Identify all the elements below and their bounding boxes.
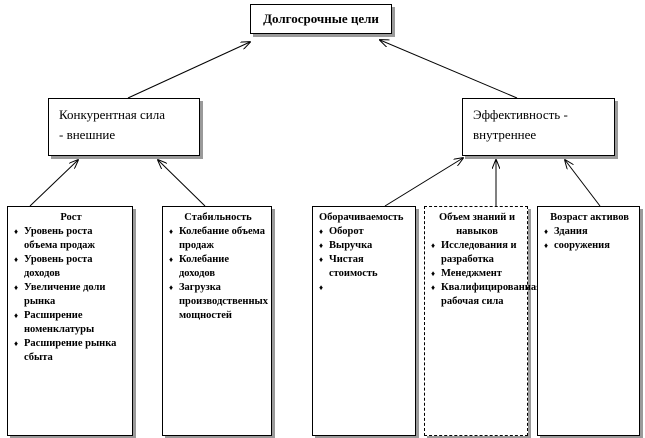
efficiency-label-line2: внутреннее [473, 127, 537, 142]
asset-age-box: Возраст активов Здания сооружения [537, 206, 640, 436]
arrow-turnover-to-efficiency [384, 158, 463, 207]
efficiency-box: Эффективность - внутреннее [462, 98, 615, 156]
root-goal-label: Долгосрочные цели [263, 11, 379, 26]
turnover-item: Оборот [319, 225, 411, 239]
stability-item: Колебание объема продаж [169, 225, 267, 253]
turnover-item: Выручка [319, 239, 411, 253]
stability-box: Стабильность Колебание объема продаж Кол… [162, 206, 272, 436]
knowledge-item: Менеджмент [431, 267, 523, 281]
arrow-efficiency-to-root [380, 40, 518, 99]
knowledge-item: Исследования и разработка [431, 239, 523, 267]
growth-title: Рост [60, 212, 82, 223]
growth-item: Увеличение доли рынка [14, 281, 128, 309]
growth-item: Уровень роста объема продаж [14, 225, 128, 253]
competitive-strength-box: Конкурентная сила - внешние [48, 98, 200, 156]
asset-age-item: Здания [544, 225, 635, 239]
stability-item: Колебание доходов [169, 253, 267, 281]
growth-item: Расширение номенклатуры [14, 309, 128, 337]
arrow-stability-to-competitive [158, 160, 206, 207]
arrow-age-to-efficiency [565, 160, 601, 207]
root-goal-box: Долгосрочные цели [250, 4, 392, 34]
turnover-title: Оборачиваемость [319, 212, 404, 223]
growth-item: Расширение рынка сбыта [14, 337, 128, 365]
growth-item: Уровень роста доходов [14, 253, 128, 281]
knowledge-box: Объем знаний и навыков Исследования и ра… [424, 206, 542, 436]
arrow-growth-to-competitive [29, 160, 78, 207]
stability-title: Стабильность [184, 212, 252, 223]
efficiency-label-line1: Эффективность - [473, 107, 568, 122]
asset-age-title: Возраст активов [550, 212, 629, 223]
competitive-label-line1: Конкурентная сила [59, 107, 165, 122]
knowledge-item: Квалифицированная рабочая сила [431, 281, 542, 309]
competitive-label-line2: - внешние [59, 127, 116, 142]
growth-box: Рост Уровень роста объема продаж Уровень… [7, 206, 133, 436]
knowledge-title: Объем знаний и навыков [438, 212, 516, 237]
asset-age-item: сооружения [544, 239, 635, 253]
arrow-competitive-to-root [127, 42, 250, 99]
stability-item: Загрузка производственных мощностей [169, 281, 268, 323]
turnover-box: Оборачиваемость Оборот Выручка Чистая ст… [312, 206, 416, 436]
turnover-item: Чистая стоимость [319, 253, 411, 281]
